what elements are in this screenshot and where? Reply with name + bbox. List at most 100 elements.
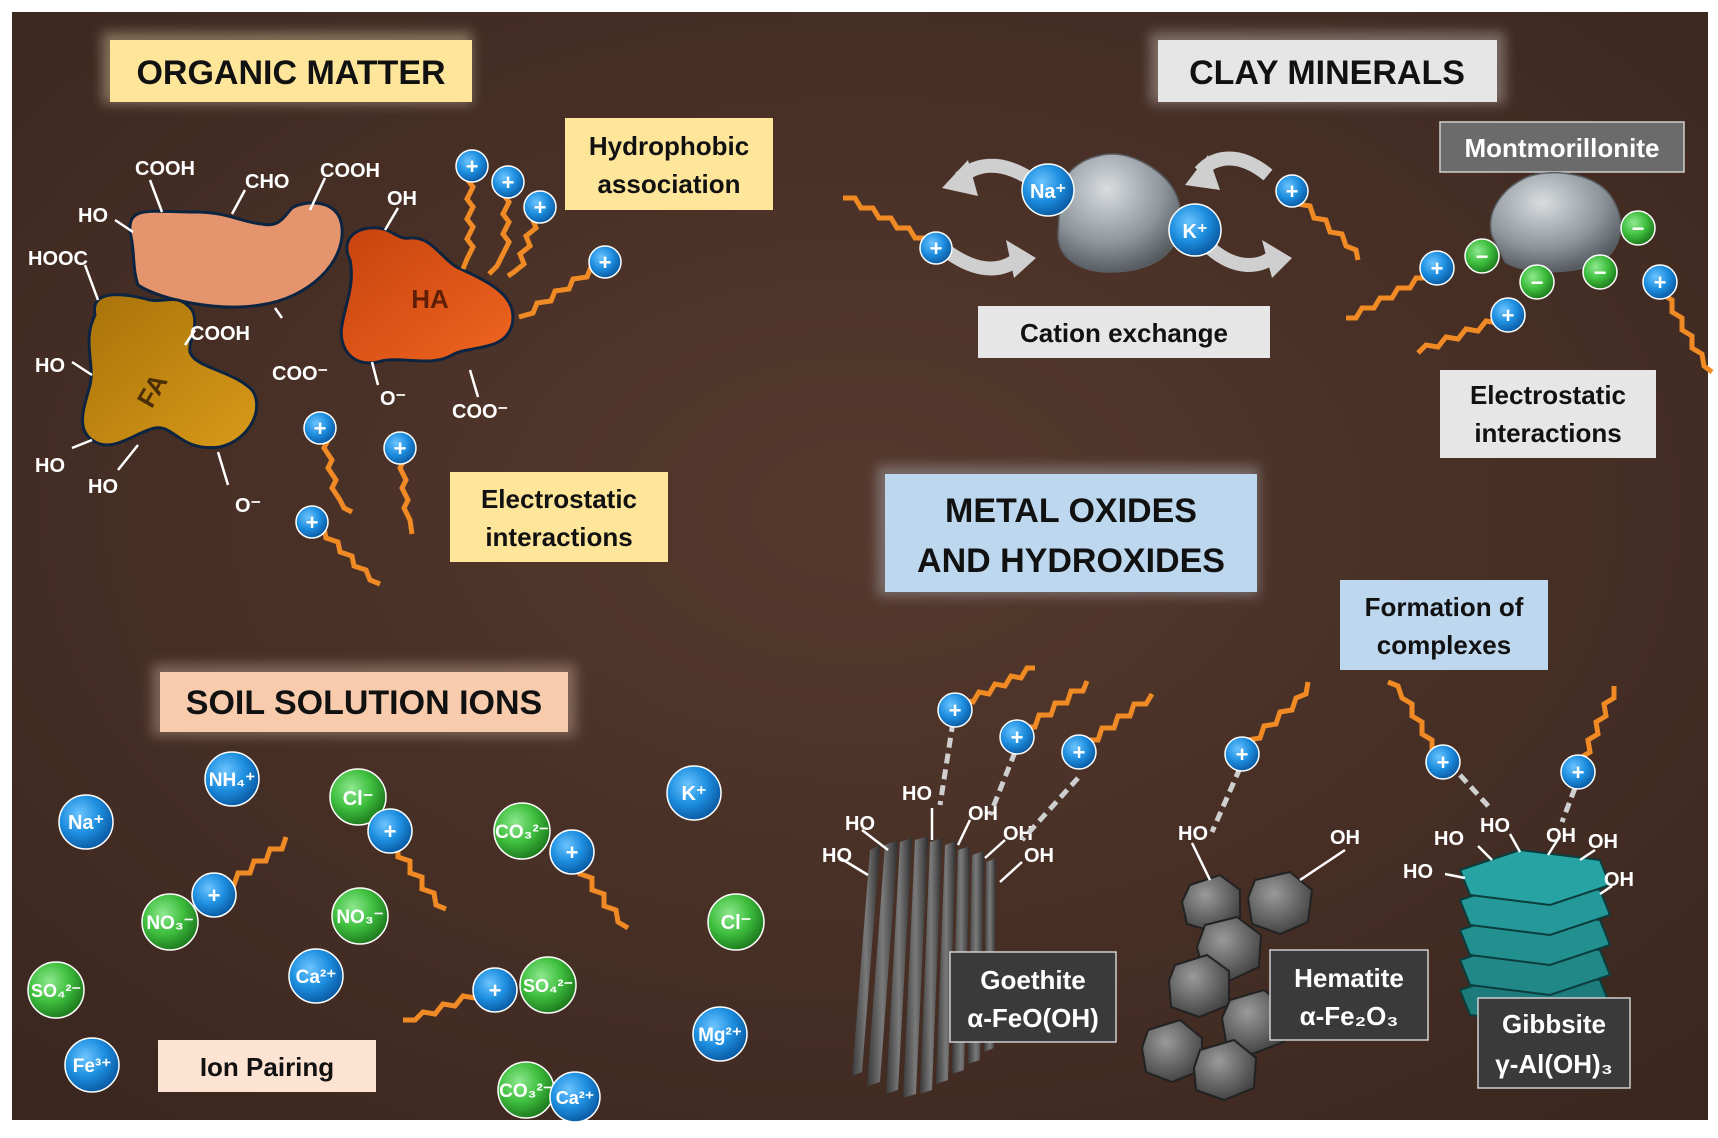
ion-pairing-cations: + + + +	[191, 808, 595, 1013]
svg-text:+: +	[394, 436, 407, 461]
solution-ion-fe: Fe³⁺	[64, 1037, 120, 1093]
group-oh-1: OH	[387, 188, 417, 210]
fulvic-acid-shape	[81, 293, 259, 450]
solution-ion-ca-2: Ca²⁺	[549, 1071, 601, 1123]
humic-acid-label: HA	[411, 284, 449, 314]
svg-text:+: +	[502, 170, 515, 195]
metal-oxides-title-box	[885, 474, 1257, 592]
svg-text:OH: OH	[1588, 831, 1618, 853]
ion-pairing-box	[158, 1040, 376, 1092]
group-hooc: HOOC	[28, 248, 88, 270]
svg-text:OH: OH	[1604, 869, 1634, 891]
svg-text:+: +	[1431, 256, 1444, 281]
svg-text:HO: HO	[902, 783, 932, 805]
gibbsite-cations: + +	[1425, 744, 1596, 790]
ion-pairing-label: Ion Pairing	[200, 1052, 334, 1082]
solution-ion-na: Na⁺	[58, 794, 114, 850]
clay-minerals-section: CLAY MINERALS Na⁺ K⁺ + + Cation exchange…	[843, 32, 1714, 458]
group-cooh-1: COOH	[135, 158, 195, 180]
group-coo-2: COO⁻	[452, 401, 508, 423]
functional-group-bonds	[71, 177, 480, 486]
svg-text:+: +	[1286, 179, 1299, 204]
hematite-formula: α-Fe₂O₃	[1300, 1001, 1399, 1031]
complexes-label-2: complexes	[1377, 630, 1511, 660]
goethite-bonds	[839, 808, 1023, 883]
group-o-2: O⁻	[380, 388, 406, 410]
svg-text:HO: HO	[822, 845, 852, 867]
goethite-formula: α-FeO(OH)	[967, 1003, 1099, 1033]
svg-text:Fe³⁺: Fe³⁺	[73, 1056, 112, 1077]
goethite-label-box	[949, 951, 1117, 1043]
om-electrostatic-cations: + + +	[295, 411, 417, 539]
svg-text:SO₄²⁻: SO₄²⁻	[31, 981, 81, 1001]
potassium-ion	[1168, 203, 1222, 257]
hematite-bonds	[1190, 842, 1346, 882]
organic-fragment-shape	[128, 201, 344, 309]
soil-solution-ions-section: SOIL SOLUTION IONS Na⁺ NH₄⁺ Cl⁻ CO₃²⁻ K⁺	[27, 664, 765, 1123]
svg-text:NH₄⁺: NH₄⁺	[209, 770, 256, 791]
hematite-tail	[1239, 681, 1311, 754]
svg-text:−: −	[1594, 260, 1607, 285]
svg-text:+: +	[1236, 742, 1249, 767]
svg-text:+: +	[949, 698, 962, 723]
svg-text:Ca²⁺: Ca²⁺	[556, 1088, 595, 1108]
complexes-label-1: Formation of	[1365, 592, 1524, 622]
svg-text:+: +	[306, 510, 319, 535]
hematite-complex-link	[1209, 766, 1243, 834]
svg-text:Ca²⁺: Ca²⁺	[296, 967, 337, 988]
om-electrostatic-label-1: Electrostatic	[481, 484, 637, 514]
svg-text:Mg²⁺: Mg²⁺	[698, 1025, 742, 1046]
hematite-label-box	[1269, 949, 1429, 1041]
svg-text:HO: HO	[1434, 828, 1464, 850]
clay-electrostatic-label-1: Electrostatic	[1470, 380, 1626, 410]
solution-ion-so4-2: SO₄²⁻	[519, 956, 577, 1014]
svg-text:+: +	[466, 154, 479, 179]
group-ho-2: HO	[35, 355, 65, 377]
sodium-ion	[1021, 163, 1075, 217]
group-ho-4: HO	[88, 476, 118, 498]
cation-exchange-label: Cation exchange	[1020, 318, 1228, 348]
svg-text:NO₃⁻: NO₃⁻	[146, 913, 193, 934]
svg-text:SO₄²⁻: SO₄²⁻	[523, 976, 573, 996]
svg-text:+: +	[599, 250, 612, 275]
group-cho: CHO	[245, 171, 289, 193]
svg-text:Cl⁻: Cl⁻	[721, 912, 752, 934]
svg-text:Cl⁻: Cl⁻	[343, 788, 374, 810]
exchange-tails	[843, 190, 1361, 261]
metal-oxides-section: METAL OXIDES AND HYDROXIDES Formation of…	[822, 466, 1634, 1102]
gibbsite-tails	[1387, 679, 1617, 771]
hematite-name: Hematite	[1294, 963, 1404, 993]
svg-text:HO: HO	[845, 813, 875, 835]
solution-ion-k: K⁺	[666, 765, 722, 821]
svg-text:+: +	[1073, 740, 1086, 765]
svg-text:+: +	[314, 416, 327, 441]
montmorillonite-cations: + + +	[1419, 250, 1678, 333]
solution-ion-co3-1: CO₃²⁻	[493, 802, 551, 860]
svg-text:OH: OH	[1546, 825, 1576, 847]
solution-ion-nh4: NH₄⁺	[204, 751, 260, 807]
group-o-1: O⁻	[235, 495, 261, 517]
humic-acid-shape	[339, 226, 515, 365]
svg-text:HO: HO	[1403, 861, 1433, 883]
svg-text:+: +	[489, 978, 502, 1003]
group-cooh-3: COOH	[190, 323, 250, 345]
hematite-cation	[1224, 736, 1260, 772]
svg-text:−: −	[1531, 270, 1544, 295]
functional-group-labels: COOH CHO COOH HO HOOC OH COOH COO⁻ HO HO…	[28, 158, 508, 517]
montmorillonite-particle	[1489, 172, 1622, 273]
gibbsite-label-box	[1477, 997, 1631, 1089]
svg-text:OH: OH	[1330, 827, 1360, 849]
svg-text:CO₃²⁻: CO₃²⁻	[495, 822, 549, 843]
solution-ion-cl-1: Cl⁻	[329, 768, 387, 826]
organic-matter-section: ORGANIC MATTER FA HA COOH CH	[28, 32, 773, 587]
svg-text:+: +	[1502, 303, 1515, 328]
soil-ions-title: SOIL SOLUTION IONS	[186, 684, 542, 722]
gibbsite-name: Gibbsite	[1502, 1009, 1606, 1039]
svg-text:+: +	[1572, 760, 1585, 785]
svg-text:+: +	[930, 236, 943, 261]
hydrophobic-association-box	[565, 118, 773, 210]
svg-text:Na⁺: Na⁺	[68, 812, 104, 834]
solution-ion-no3-1: NO₃⁻	[141, 893, 199, 951]
